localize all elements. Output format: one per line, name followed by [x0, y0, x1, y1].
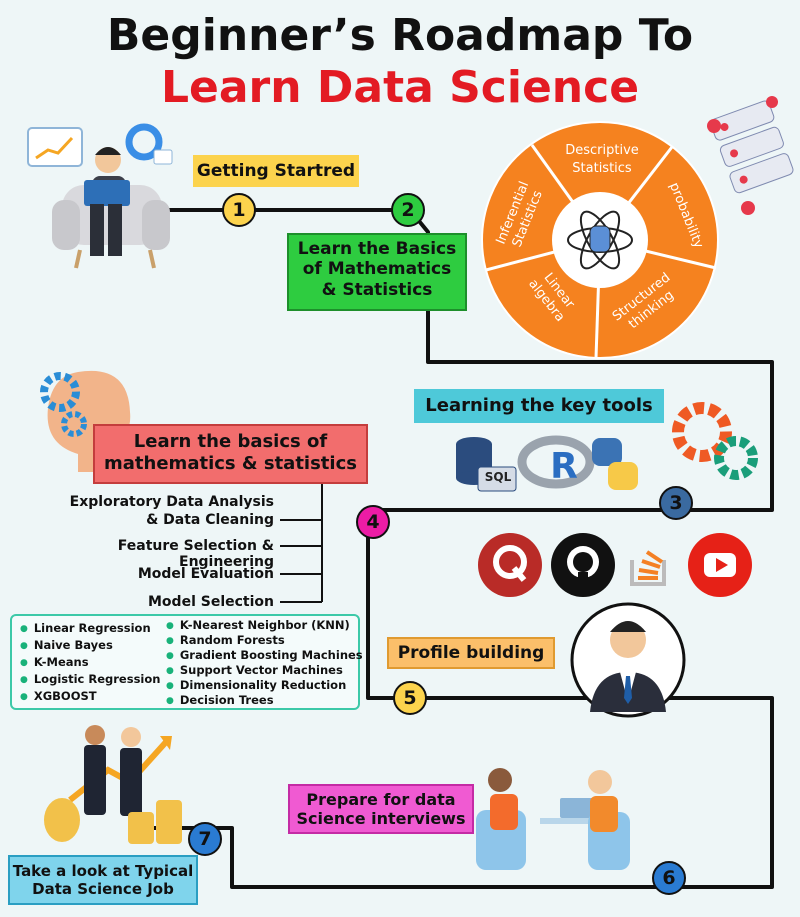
gears-icon: [672, 402, 758, 480]
algo-gbm: Gradient Boosting Machines: [166, 648, 363, 662]
money-bag-icon: [44, 798, 80, 842]
coin-stack-icon: [128, 800, 182, 844]
algo-dim-reduction: Dimensionality Reduction: [166, 678, 346, 692]
algo-linear-regression: Linear Regression: [20, 621, 151, 635]
python-logo-icon: [592, 438, 638, 490]
gear-icon: [40, 372, 80, 412]
algo-random-forests: Random Forests: [166, 633, 285, 647]
sql-text: SQL: [484, 470, 512, 484]
r-text: R: [550, 446, 578, 487]
step-7-line-1: Take a look at Typical: [12, 862, 194, 880]
step-4-badge: 4: [356, 505, 390, 539]
algo-naive-bayes: Naive Bayes: [20, 638, 113, 652]
step-2-line-3: & Statistics: [321, 279, 433, 300]
step-1-label: Getting Startred: [193, 155, 359, 187]
step-1-badge: 1: [222, 193, 256, 227]
step-6-line-1: Prepare for data: [306, 790, 456, 809]
step-7-line-2: Data Science Job: [32, 880, 174, 898]
algo-svm: Support Vector Machines: [166, 663, 343, 677]
step-6-line-2: Science interviews: [296, 809, 466, 829]
algo-xgboost: XGBOOST: [20, 689, 97, 703]
github-icon: [551, 533, 615, 597]
step-4-line-1: Learn the basics of: [133, 431, 328, 452]
youtube-icon: [688, 533, 752, 597]
title-line-1: Beginner’s Roadmap To: [106, 10, 694, 61]
algo-decision-trees: Decision Trees: [166, 693, 274, 707]
step-3-label: Learning the key tools: [414, 389, 664, 423]
r-logo-icon: [517, 435, 595, 489]
step-4-line-2: mathematics & statistics: [104, 452, 357, 474]
topic-evaluation: Model Evaluation: [137, 566, 274, 582]
step-7-label: Take a look at Typical Data Science Job: [8, 855, 198, 905]
topic-selection: Model Selection: [148, 594, 274, 610]
topic-eda: Exploratory Data Analysis & Data Cleanin…: [69, 494, 274, 528]
step-2-badge: 2: [391, 193, 425, 227]
stackoverflow-icon: [630, 550, 666, 586]
step-2-line-2: of Mathematics: [302, 259, 452, 280]
chart-card-icon: [27, 127, 83, 167]
step-2-label: Learn the Basics of Mathematics & Statis…: [287, 233, 467, 311]
step-6-label: Prepare for data Science interviews: [288, 784, 474, 834]
database-icon: [589, 225, 611, 253]
step-5-badge: 5: [393, 681, 427, 715]
topic-feature: Feature Selection & Engineering: [117, 538, 274, 570]
laptop-icon: [84, 180, 130, 206]
laptop-icon: [560, 798, 594, 818]
step-2-line-1: Learn the Basics: [297, 239, 457, 259]
businessman-avatar: [570, 602, 686, 718]
donut-icon: [125, 123, 163, 161]
wheel-seg-descriptive: Descriptive Statistics: [565, 143, 639, 176]
step-3-badge: 3: [659, 486, 693, 520]
step-5-label: Profile building: [387, 637, 555, 669]
step-6-badge: 6: [652, 861, 686, 895]
title-line-2: Learn Data Science: [160, 62, 640, 113]
step-7-badge: 7: [188, 822, 222, 856]
algo-logistic-regression: Logistic Regression: [20, 672, 161, 686]
step-4-label: Learn the basics of mathematics & statis…: [93, 424, 368, 484]
quora-icon: [478, 533, 542, 597]
algo-k-means: K-Means: [20, 655, 89, 669]
algo-knn: K-Nearest Neighbor (KNN): [166, 618, 350, 632]
sql-icon: [456, 437, 517, 492]
